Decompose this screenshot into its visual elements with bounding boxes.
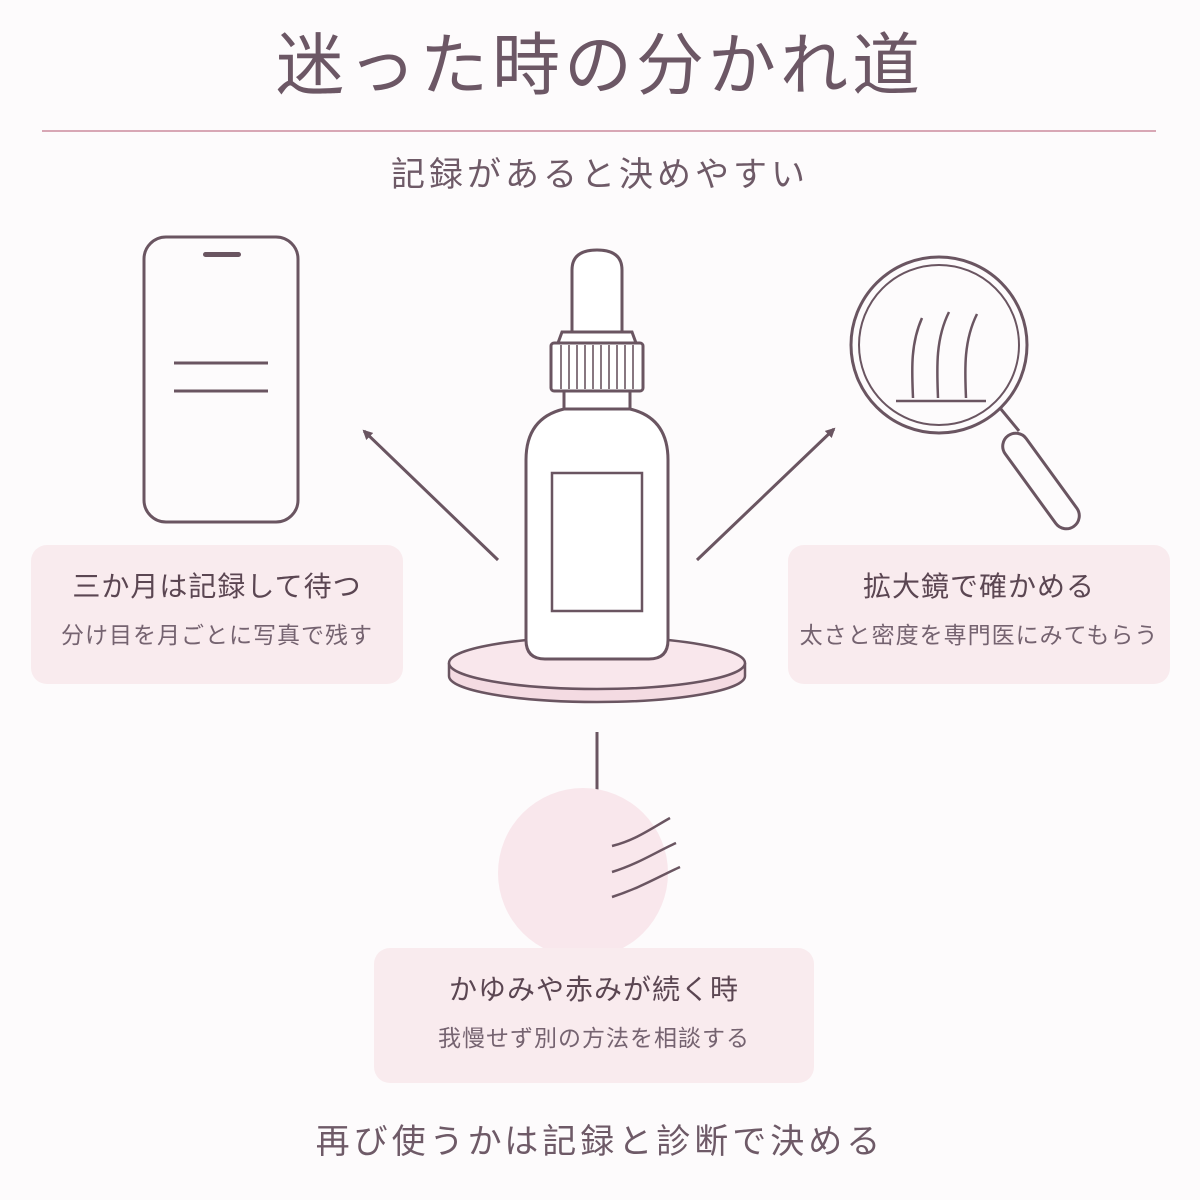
page-footer: 再び使うかは記録と診断で決める: [315, 1122, 885, 1162]
pedestal-icon: [447, 635, 747, 704]
option-card-magnifier: 拡大鏡で確かめる 太さと密度を専門医にみてもらう: [788, 545, 1170, 684]
option-heading: かゆみや赤みが続く時: [448, 973, 739, 1006]
smartphone-icon: [142, 235, 300, 524]
page-title: 迷った時の分かれ道: [275, 27, 924, 106]
page-subtitle: 記録があると決めやすい: [391, 155, 809, 195]
magnifier-icon: [849, 255, 1081, 531]
option-card-record: 三か月は記録して待つ 分け目を月ごとに写真で残す: [31, 545, 403, 684]
option-heading: 三か月は記録して待つ: [72, 570, 362, 603]
irritated-scalp-icon: [498, 788, 681, 958]
arrow-to-magnifier: [695, 427, 836, 562]
option-detail: 太さと密度を専門医にみてもらう: [799, 623, 1159, 649]
option-detail: 我慢せず別の方法を相談する: [438, 1026, 750, 1052]
option-heading: 拡大鏡で確かめる: [862, 570, 1095, 603]
serum-bottle-icon: [524, 248, 670, 661]
option-detail: 分け目を月ごとに写真で残す: [61, 623, 373, 649]
option-card-consult: かゆみや赤みが続く時 我慢せず別の方法を相談する: [374, 948, 814, 1083]
arrow-to-record: [362, 429, 500, 562]
title-divider: [42, 130, 1156, 132]
